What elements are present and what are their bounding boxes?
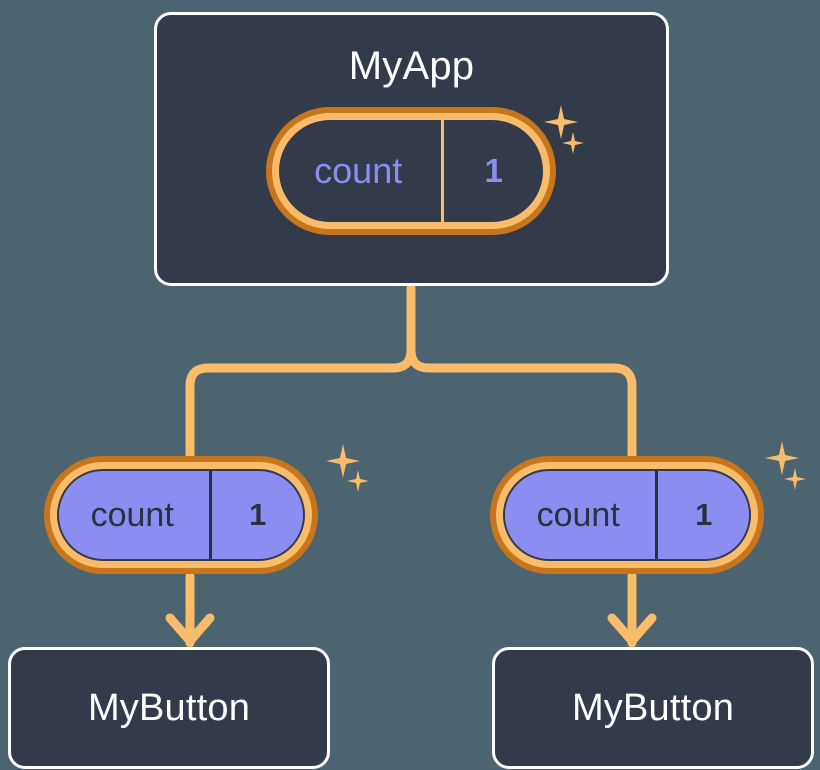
wire-branch-left — [185, 345, 416, 460]
sparkle-small-icon — [784, 468, 806, 490]
state-pill-left-count[interactable]: count 1 — [44, 456, 318, 574]
wire-arrow-right-head — [607, 613, 657, 646]
wire-branch-right — [406, 345, 637, 460]
state-pill-ring: count 1 — [496, 462, 758, 568]
state-pill-ring: count 1 — [50, 462, 312, 568]
component-title-mybutton-right: MyButton — [571, 686, 735, 729]
state-pill-key: count — [90, 495, 174, 534]
state-pill-value: 1 — [441, 120, 543, 222]
state-pill-key: count — [314, 150, 403, 191]
component-title-mybutton-left: MyButton — [87, 686, 251, 729]
state-pill-ring: count 1 — [272, 113, 550, 229]
wire-arrow-left-head — [165, 613, 215, 646]
state-pill-body: count 1 — [57, 469, 305, 561]
sparkle-large-icon — [326, 444, 360, 478]
state-pill-key: count — [536, 495, 620, 534]
state-pill-body: count 1 — [503, 469, 751, 561]
state-pill-myapp-count[interactable]: count 1 — [266, 107, 556, 235]
state-pill-value: 1 — [655, 471, 749, 559]
state-pill-value: 1 — [209, 471, 303, 559]
state-pill-right-count[interactable]: count 1 — [490, 456, 764, 574]
component-card-mybutton-left[interactable]: MyButton — [8, 647, 330, 769]
component-title-myapp: MyApp — [348, 44, 475, 88]
sparkle-large-icon — [765, 441, 799, 475]
sparkle-small-icon — [347, 470, 369, 492]
state-pill-body: count 1 — [279, 120, 543, 222]
component-card-mybutton-right[interactable]: MyButton — [492, 647, 814, 769]
